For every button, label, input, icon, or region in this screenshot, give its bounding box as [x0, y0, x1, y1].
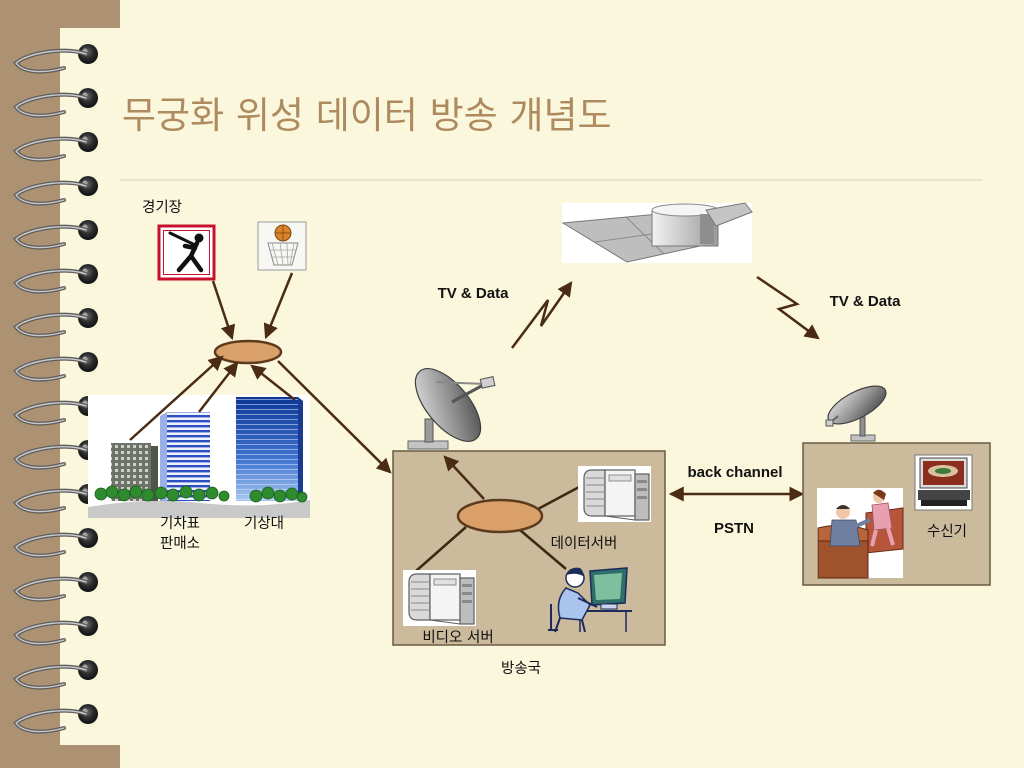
downlink-label: TV & Data [830, 293, 902, 310]
weather-station-to-node-arrow [250, 364, 296, 401]
ticket-office-label-line1: 기차표 [160, 515, 200, 532]
binding-wire-highlight [15, 710, 87, 733]
binding-wire-highlight [15, 490, 87, 513]
binding-wire-highlight [15, 270, 87, 293]
uplink-label: TV & Data [438, 285, 510, 302]
building-to-node-arrow [198, 361, 239, 413]
station-hub-node [456, 498, 544, 534]
stadium-label: 경기장 [142, 199, 182, 216]
operator-at-computer-icon [548, 567, 632, 633]
binding-wire-highlight [15, 534, 87, 557]
binding-ring [13, 132, 98, 162]
basketball-icon [257, 221, 307, 271]
video-server-label: 비디오 서버 [422, 629, 493, 646]
binding-ring [13, 220, 98, 250]
baseball-icon [157, 224, 216, 281]
television-icon [914, 454, 973, 511]
city-buildings-image [88, 395, 310, 518]
binding-ring [13, 616, 98, 646]
binding-ring [13, 88, 98, 118]
basketball-to-node-arrow [263, 272, 294, 340]
data-server-label: 데이터서버 [551, 535, 618, 552]
ticket-office-label-line2: 판매소 [160, 535, 200, 552]
slide-title: 무궁화 위성 데이터 방송 개념도 [122, 94, 612, 137]
data-server-icon [578, 466, 651, 522]
binding-ring [13, 264, 98, 294]
binding-wire-highlight [15, 182, 87, 205]
binding-ring [13, 176, 98, 206]
weather-station-label: 기상대 [244, 515, 284, 532]
stadium-to-node-arrow [211, 280, 236, 341]
station-to-dish-arrow [443, 455, 485, 500]
video-server-icon [403, 570, 476, 626]
binding-ring [13, 660, 98, 690]
binding-wire-highlight [15, 94, 87, 117]
node-to-station-arrow [277, 360, 392, 474]
binding-ring [13, 528, 98, 558]
satellite-image [561, 202, 753, 263]
binding-wire-highlight [15, 226, 87, 249]
binding-ring [13, 704, 98, 734]
binding-wire-highlight [15, 402, 87, 425]
binding-wire-highlight [15, 578, 87, 601]
back-channel-label: back channel [687, 464, 782, 481]
binding-wire-highlight [15, 138, 87, 161]
content-collection-node [213, 339, 283, 365]
binding-wire-highlight [15, 314, 87, 337]
node-to-operator-line [519, 529, 567, 570]
broadcast-station-label: 방송국 [501, 660, 541, 677]
tree-row [94, 485, 308, 503]
binding-wire-highlight [15, 358, 87, 381]
spiral-binding [13, 44, 98, 734]
uplink-lightning-arrow [511, 281, 573, 349]
pstn-label: PSTN [714, 520, 754, 537]
binding-ring [13, 44, 98, 74]
binding-wire-highlight [15, 446, 87, 469]
receiver-dish-icon [825, 385, 887, 442]
binding-wire-highlight [15, 622, 87, 645]
family-watching-tv-image [817, 488, 904, 579]
node-to-data-server-line [537, 484, 582, 511]
binding-ring [13, 572, 98, 602]
uplink-dish-icon [407, 368, 496, 450]
binding-wire-highlight [15, 50, 87, 73]
downlink-lightning-arrow [756, 275, 820, 340]
binding-ring [13, 352, 98, 382]
binding-ring [13, 308, 98, 338]
node-to-video-server-line [415, 526, 467, 572]
ticket-office-to-node-arrow [129, 355, 224, 441]
binding-wire-highlight [15, 666, 87, 689]
receiver-label: 수신기 [927, 523, 967, 540]
